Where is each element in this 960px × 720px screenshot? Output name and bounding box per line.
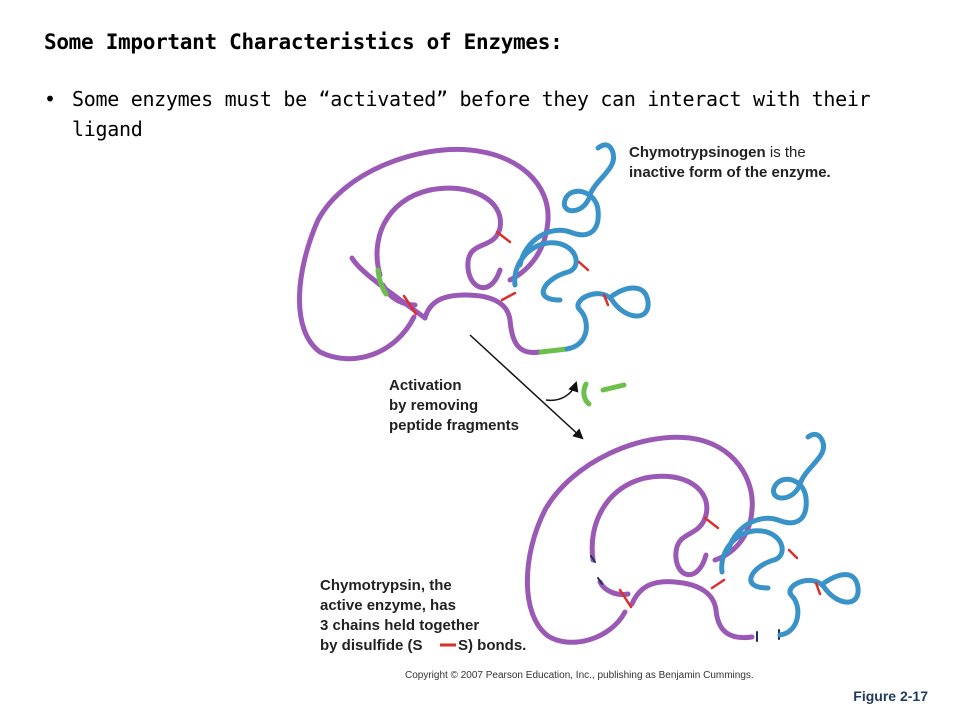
green-fragment-bottom xyxy=(538,346,570,355)
activation-label-line2: by removing xyxy=(389,397,478,414)
purple-chain-lower-active xyxy=(597,579,755,641)
disulfide-bonds-top xyxy=(402,230,610,316)
copyright-text: Copyright © 2007 Pearson Education, Inc.… xyxy=(405,670,754,681)
activation-arrow xyxy=(469,334,584,440)
label-chymotrypsin-line2: active enzyme, has xyxy=(320,597,456,614)
purple-chain-inner xyxy=(374,185,503,291)
label-chymotrypsinogen-line2: inactive form of the enzyme. xyxy=(629,164,831,181)
activation-label-line3: peptide fragments xyxy=(389,417,519,434)
bullet-marker: • xyxy=(44,87,56,111)
blue-chain xyxy=(512,142,651,352)
purple-chain-lower xyxy=(380,282,543,356)
label-chymotrypsin-line3: 3 chains held together xyxy=(320,617,479,634)
label-chymotrypsin-line4a: by disulfide (S xyxy=(320,637,423,654)
purple-chain-outer-active xyxy=(524,434,755,645)
fragment-arrow xyxy=(545,381,579,402)
slide-title: Some Important Characteristics of Enzyme… xyxy=(44,30,563,54)
label-chymotrypsinogen: Chymotrypsinogen is the xyxy=(629,144,806,161)
disulfide-bonds-bottom xyxy=(618,516,822,609)
chain-ends xyxy=(590,555,780,642)
blue-chain-active xyxy=(719,431,861,638)
label-chymotrypsin: Chymotrypsin, the xyxy=(320,577,452,594)
activation-label-line1: Activation xyxy=(389,377,462,394)
green-fragment-left xyxy=(375,267,389,297)
chymotrypsin-structure xyxy=(524,431,861,645)
purple-chain-inner-active xyxy=(589,473,710,577)
label-chymotrypsin-line4b: S) bonds. xyxy=(458,637,526,654)
bullet-item: • Some enzymes must be “activated” befor… xyxy=(44,84,914,144)
chymotrypsinogen-structure xyxy=(297,142,651,362)
figure-number: Figure 2-17 xyxy=(853,688,928,704)
bullet-text: Some enzymes must be “activated” before … xyxy=(72,87,871,141)
removed-fragments xyxy=(581,381,627,407)
